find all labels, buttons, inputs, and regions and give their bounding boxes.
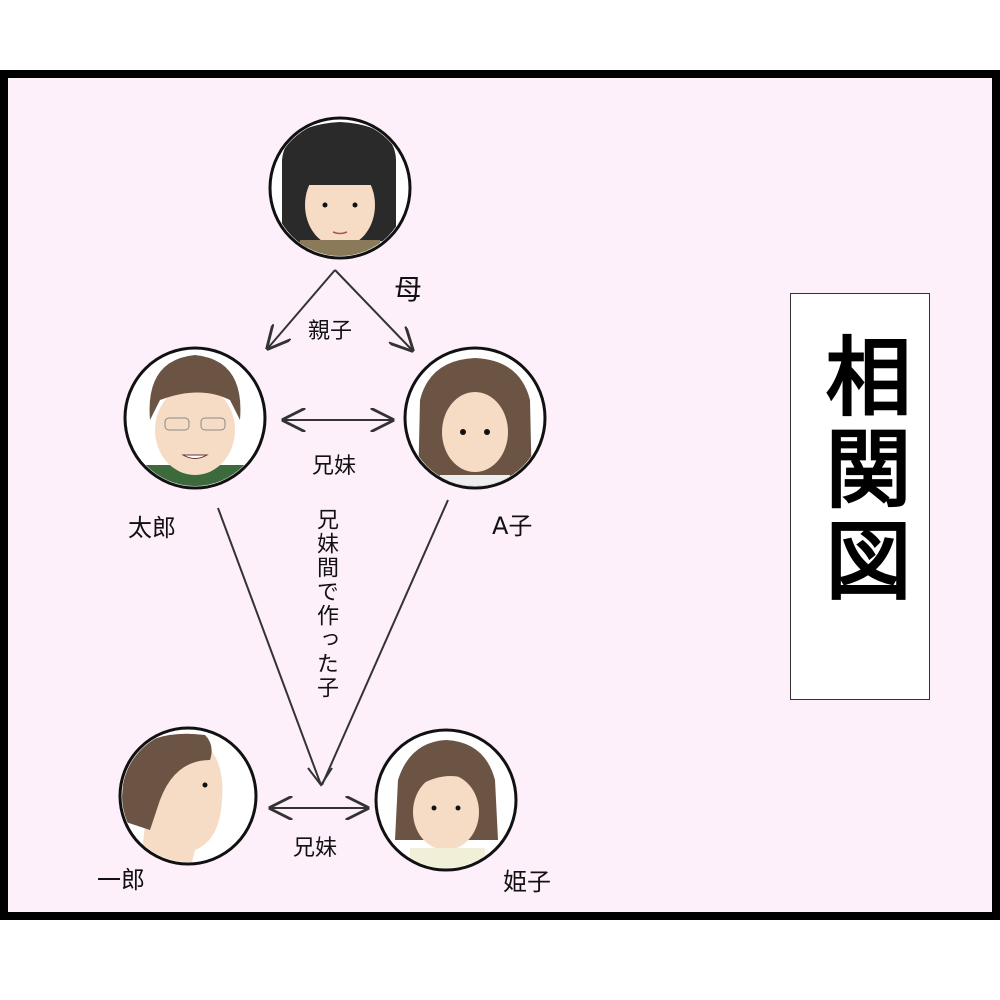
label-ichiro: 一郎 [97, 866, 145, 894]
relation-parent-child: 親子 [308, 319, 353, 344]
label-akko: A子 [492, 512, 533, 540]
avatar-taro [123, 346, 267, 490]
avatar-ichiro [118, 726, 258, 866]
line-akko-children [321, 499, 449, 786]
relation-child-of-siblings: 兄妹間で作った子 [313, 508, 338, 700]
arrow-mother-akko [334, 269, 412, 350]
arrow-children-head [307, 767, 333, 787]
relation-siblings-top: 兄妹 [312, 454, 357, 479]
line-taro-children [217, 507, 322, 786]
avatar-akko [403, 346, 547, 490]
relation-siblings-bottom: 兄妹 [293, 836, 338, 861]
relation-arrows [217, 269, 449, 808]
label-taro: 太郎 [128, 514, 176, 542]
avatar-mother [268, 116, 412, 260]
arrow-mother-taro [268, 269, 336, 348]
label-himeko: 姫子 [503, 868, 551, 896]
diagram-title: 相関図 [810, 332, 910, 608]
avatar-himeko [374, 728, 518, 872]
label-mother: 母 [394, 273, 423, 306]
title-box: 相関図 [790, 293, 930, 700]
